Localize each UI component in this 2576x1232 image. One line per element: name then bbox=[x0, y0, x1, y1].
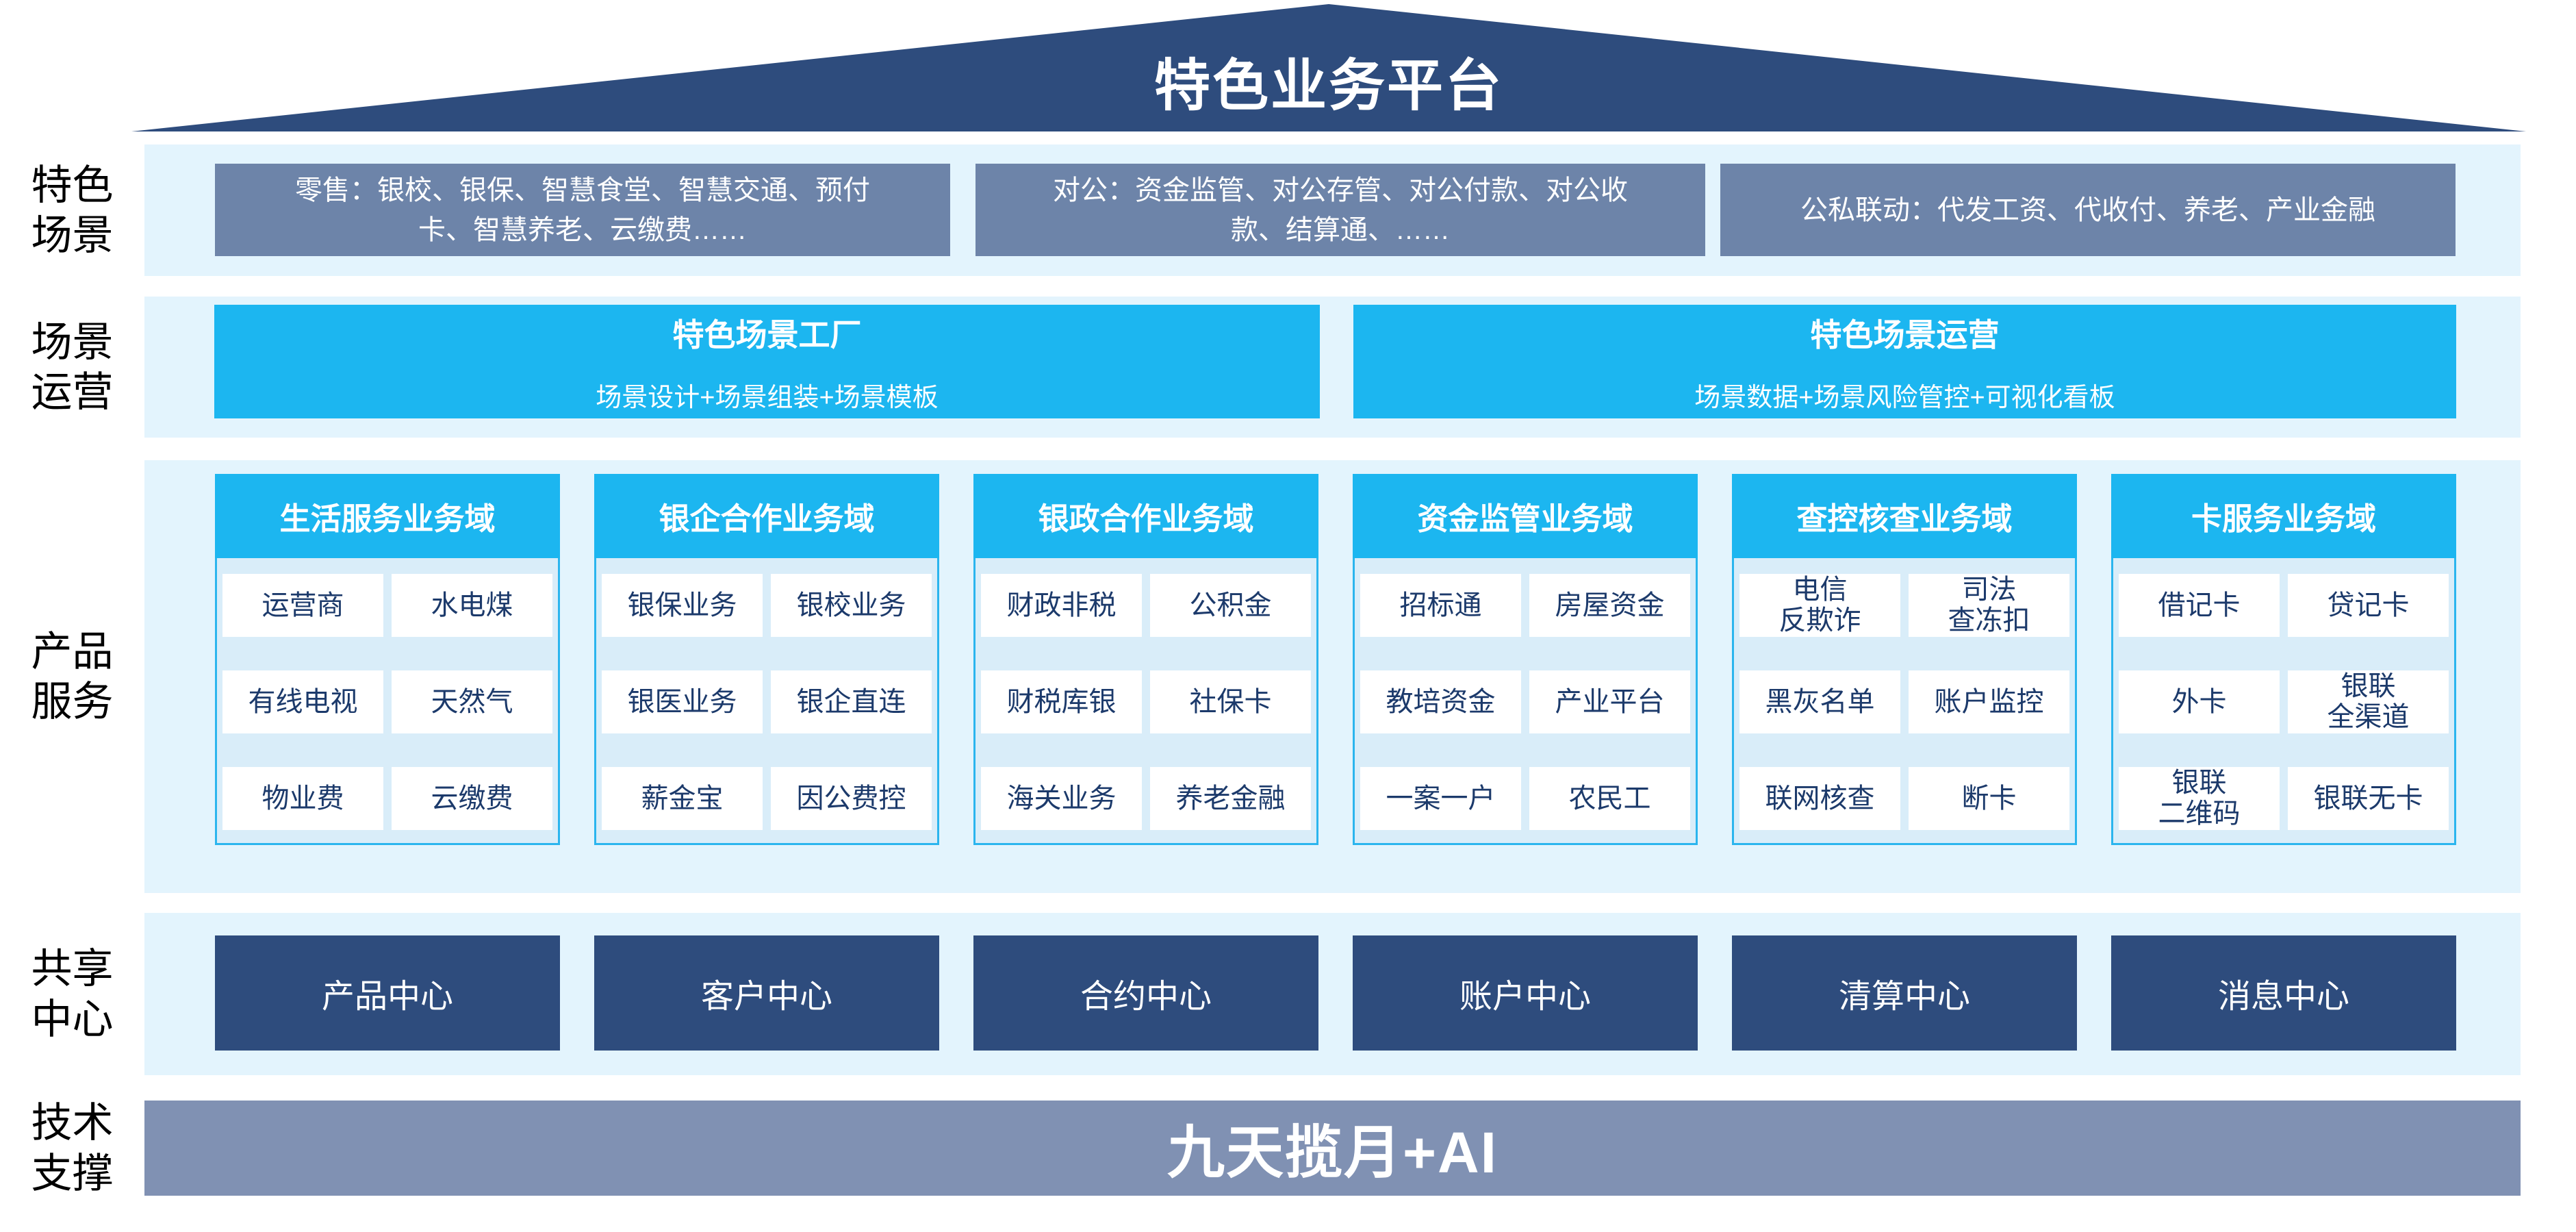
domain-body: 招标通 房屋资金 教培资金 产业平台 一案一户 农民工 bbox=[1353, 558, 1698, 845]
domain-body: 借记卡 贷记卡 外卡 银联 全渠道 银联 二维码 银联无卡 bbox=[2111, 558, 2456, 845]
domain-header: 查控核查业务域 bbox=[1732, 474, 2077, 558]
side-label-tech-support: 技术 支撑 bbox=[31, 1100, 114, 1196]
scene-factory-box: 特色场景工厂 场景设计+场景组装+场景模板 bbox=[214, 305, 1320, 418]
domain-cell: 司法 查冻扣 bbox=[1909, 574, 2069, 637]
domain-body: 财政非税 公积金 财税库银 社保卡 海关业务 养老金融 bbox=[973, 558, 1318, 845]
domain-cell: 农民工 bbox=[1529, 767, 1690, 830]
domain-cell: 薪金宝 bbox=[602, 767, 763, 830]
domain-cell: 社保卡 bbox=[1150, 670, 1311, 733]
domain-columns: 生活服务业务域 运营商 水电煤 有线电视 天然气 物业费 云缴费 银企合作业务域… bbox=[215, 474, 2456, 845]
domain-column-bank-enterprise: 银企合作业务域 银保业务 银校业务 银医业务 银企直连 薪金宝 因公费控 bbox=[594, 474, 939, 845]
side-label-product-services: 产品 服务 bbox=[31, 628, 114, 725]
domain-cell: 公积金 bbox=[1150, 574, 1311, 637]
scene-box-corporate: 对公：资金监管、对公存管、对公付款、对公收 款、结算通、…… bbox=[975, 164, 1705, 256]
center-box-contract: 合约中心 bbox=[973, 935, 1318, 1051]
domain-cell: 房屋资金 bbox=[1529, 574, 1690, 637]
domain-cell: 黑灰名单 bbox=[1739, 670, 1900, 733]
domain-cell: 银保业务 bbox=[602, 574, 763, 637]
scene-operation-box: 特色场景运营 场景数据+场景风险管控+可视化看板 bbox=[1353, 305, 2456, 418]
roof-triangle: 特色业务平台 bbox=[131, 4, 2526, 131]
domain-cell: 贷记卡 bbox=[2288, 574, 2449, 637]
domain-column-life-services: 生活服务业务域 运营商 水电煤 有线电视 天然气 物业费 云缴费 bbox=[215, 474, 560, 845]
domain-cell: 财税库银 bbox=[981, 670, 1142, 733]
domain-cell: 因公费控 bbox=[771, 767, 932, 830]
domain-cell: 物业费 bbox=[222, 767, 383, 830]
domain-cell: 银企直连 bbox=[771, 670, 932, 733]
domain-header: 资金监管业务域 bbox=[1353, 474, 1698, 558]
scene-band: 零售：银校、银保、智慧食堂、智慧交通、预付 卡、智慧养老、云缴费…… 对公：资金… bbox=[144, 144, 2521, 276]
scene-factory-title: 特色场景工厂 bbox=[672, 316, 862, 353]
scene-factory-subtitle: 场景设计+场景组装+场景模板 bbox=[596, 383, 939, 412]
domain-column-card-services: 卡服务业务域 借记卡 贷记卡 外卡 银联 全渠道 银联 二维码 银联无卡 bbox=[2111, 474, 2456, 845]
product-band: 生活服务业务域 运营商 水电煤 有线电视 天然气 物业费 云缴费 银企合作业务域… bbox=[144, 460, 2521, 893]
domain-cell: 一案一户 bbox=[1360, 767, 1521, 830]
center-box-product: 产品中心 bbox=[215, 935, 560, 1051]
domain-cell: 云缴费 bbox=[392, 767, 552, 830]
domain-header: 卡服务业务域 bbox=[2111, 474, 2456, 558]
domain-cell: 招标通 bbox=[1360, 574, 1521, 637]
center-box-customer: 客户中心 bbox=[594, 935, 939, 1051]
domain-cell: 养老金融 bbox=[1150, 767, 1311, 830]
center-box-account: 账户中心 bbox=[1353, 935, 1698, 1051]
scene-box-retail: 零售：银校、银保、智慧食堂、智慧交通、预付 卡、智慧养老、云缴费…… bbox=[215, 164, 950, 256]
side-label-special-scenes: 特色 场景 bbox=[31, 162, 114, 258]
domain-cell: 银校业务 bbox=[771, 574, 932, 637]
domain-cell: 联网核查 bbox=[1739, 767, 1900, 830]
domain-cell: 电信 反欺诈 bbox=[1739, 574, 1900, 637]
domain-cell: 银联无卡 bbox=[2288, 767, 2449, 830]
side-label-scene-operation: 场景 运营 bbox=[31, 318, 114, 415]
domain-header: 银政合作业务域 bbox=[973, 474, 1318, 558]
domain-cell: 账户监控 bbox=[1909, 670, 2069, 733]
scene-ops-band: 特色场景工厂 场景设计+场景组装+场景模板 特色场景运营 场景数据+场景风险管控… bbox=[144, 297, 2521, 438]
center-box-message: 消息中心 bbox=[2111, 935, 2456, 1051]
domain-body: 银保业务 银校业务 银医业务 银企直连 薪金宝 因公费控 bbox=[594, 558, 939, 845]
domain-header: 银企合作业务域 bbox=[594, 474, 939, 558]
domain-cell: 银联 全渠道 bbox=[2288, 670, 2449, 733]
domain-cell: 水电煤 bbox=[392, 574, 552, 637]
domain-cell: 产业平台 bbox=[1529, 670, 1690, 733]
scene-operation-title: 特色场景运营 bbox=[1810, 316, 2000, 353]
domain-cell: 银医业务 bbox=[602, 670, 763, 733]
side-label-shared-centers: 共享 中心 bbox=[31, 946, 114, 1042]
domain-header: 生活服务业务域 bbox=[215, 474, 560, 558]
domain-cell: 海关业务 bbox=[981, 767, 1142, 830]
domain-column-fund-supervision: 资金监管业务域 招标通 房屋资金 教培资金 产业平台 一案一户 农民工 bbox=[1353, 474, 1698, 845]
domain-cell: 教培资金 bbox=[1360, 670, 1521, 733]
domain-body: 运营商 水电煤 有线电视 天然气 物业费 云缴费 bbox=[215, 558, 560, 845]
domain-cell: 断卡 bbox=[1909, 767, 2069, 830]
domain-column-bank-government: 银政合作业务域 财政非税 公积金 财税库银 社保卡 海关业务 养老金融 bbox=[973, 474, 1318, 845]
domain-cell: 运营商 bbox=[222, 574, 383, 637]
domain-body: 电信 反欺诈 司法 查冻扣 黑灰名单 账户监控 联网核查 断卡 bbox=[1732, 558, 2077, 845]
platform-title: 特色业务平台 bbox=[1153, 54, 1503, 117]
domain-cell: 借记卡 bbox=[2119, 574, 2280, 637]
center-box-clearing: 清算中心 bbox=[1732, 935, 2077, 1051]
scene-operation-subtitle: 场景数据+场景风险管控+可视化看板 bbox=[1694, 383, 2115, 412]
shared-center-row: 产品中心 客户中心 合约中心 账户中心 清算中心 消息中心 bbox=[215, 935, 2456, 1051]
domain-cell: 银联 二维码 bbox=[2119, 767, 2280, 830]
domain-cell: 有线电视 bbox=[222, 670, 383, 733]
domain-cell: 外卡 bbox=[2119, 670, 2280, 733]
scene-box-public-private: 公私联动：代发工资、代收付、养老、产业金融 bbox=[1720, 164, 2456, 256]
shared-center-band: 产品中心 客户中心 合约中心 账户中心 清算中心 消息中心 bbox=[144, 913, 2521, 1075]
tech-support-bar: 九天揽月+AI bbox=[144, 1101, 2521, 1196]
domain-column-check-verify: 查控核查业务域 电信 反欺诈 司法 查冻扣 黑灰名单 账户监控 联网核查 断卡 bbox=[1732, 474, 2077, 845]
domain-cell: 财政非税 bbox=[981, 574, 1142, 637]
domain-cell: 天然气 bbox=[392, 670, 552, 733]
